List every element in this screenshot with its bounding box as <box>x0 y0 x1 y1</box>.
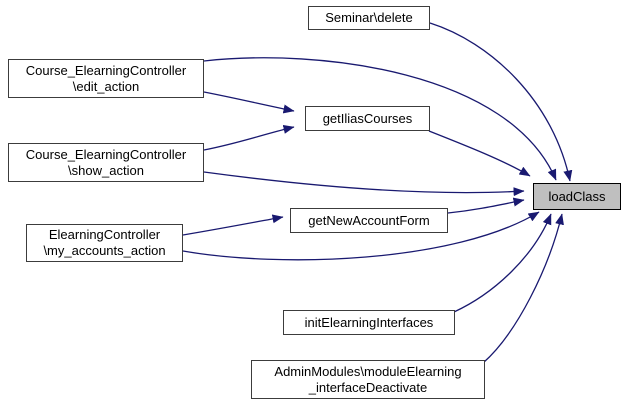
node-load-class: loadClass <box>533 183 621 210</box>
edge-init-interfaces-to-load-class <box>453 213 552 313</box>
node-course-elearning-edit-action[interactable]: Course_ElearningController \edit_action <box>8 59 204 98</box>
edge-admin-modules-to-load-class <box>482 213 564 364</box>
node-seminar-delete[interactable]: Seminar\delete <box>308 6 430 30</box>
node-course-elearning-show-action[interactable]: Course_ElearningController \show_action <box>8 143 204 182</box>
edge-show-action-to-load-class <box>203 171 525 197</box>
edge-edit-action-to-load-class <box>203 57 557 181</box>
node-get-new-account-form[interactable]: getNewAccountForm <box>290 208 448 233</box>
edge-get-new-account-form-to-load-class <box>447 197 525 214</box>
edge-show-action-to-get-ilias-courses <box>203 125 295 151</box>
node-init-elearning-interfaces[interactable]: initElearningInterfaces <box>283 310 455 335</box>
edge-my-accounts-to-get-new-account-form <box>182 214 284 236</box>
edge-get-ilias-courses-to-load-class <box>428 130 531 177</box>
node-get-ilias-courses[interactable]: getIliasCourses <box>305 106 430 131</box>
node-elearning-my-accounts-action[interactable]: ElearningController \my_accounts_action <box>26 224 183 262</box>
edge-my-accounts-to-load-class <box>182 211 540 261</box>
edge-seminar-delete-to-load-class <box>429 22 573 182</box>
edge-edit-action-to-get-ilias-courses <box>203 91 295 114</box>
node-admin-modules-interface-deactivate[interactable]: AdminModules\moduleElearning _interfaceD… <box>251 360 485 399</box>
